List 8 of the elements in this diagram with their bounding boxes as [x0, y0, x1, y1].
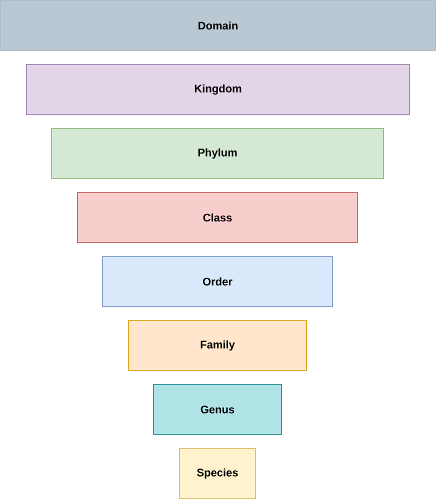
- rank-box: Species: [179, 448, 256, 499]
- rank-box: Family: [128, 320, 307, 371]
- rank-box: Domain: [0, 0, 436, 51]
- rank-box: Order: [102, 256, 333, 307]
- rank-box: Kingdom: [26, 64, 410, 115]
- rank-box: Class: [77, 192, 358, 243]
- rank-box: Phylum: [51, 128, 384, 179]
- rank-box: Genus: [153, 384, 282, 435]
